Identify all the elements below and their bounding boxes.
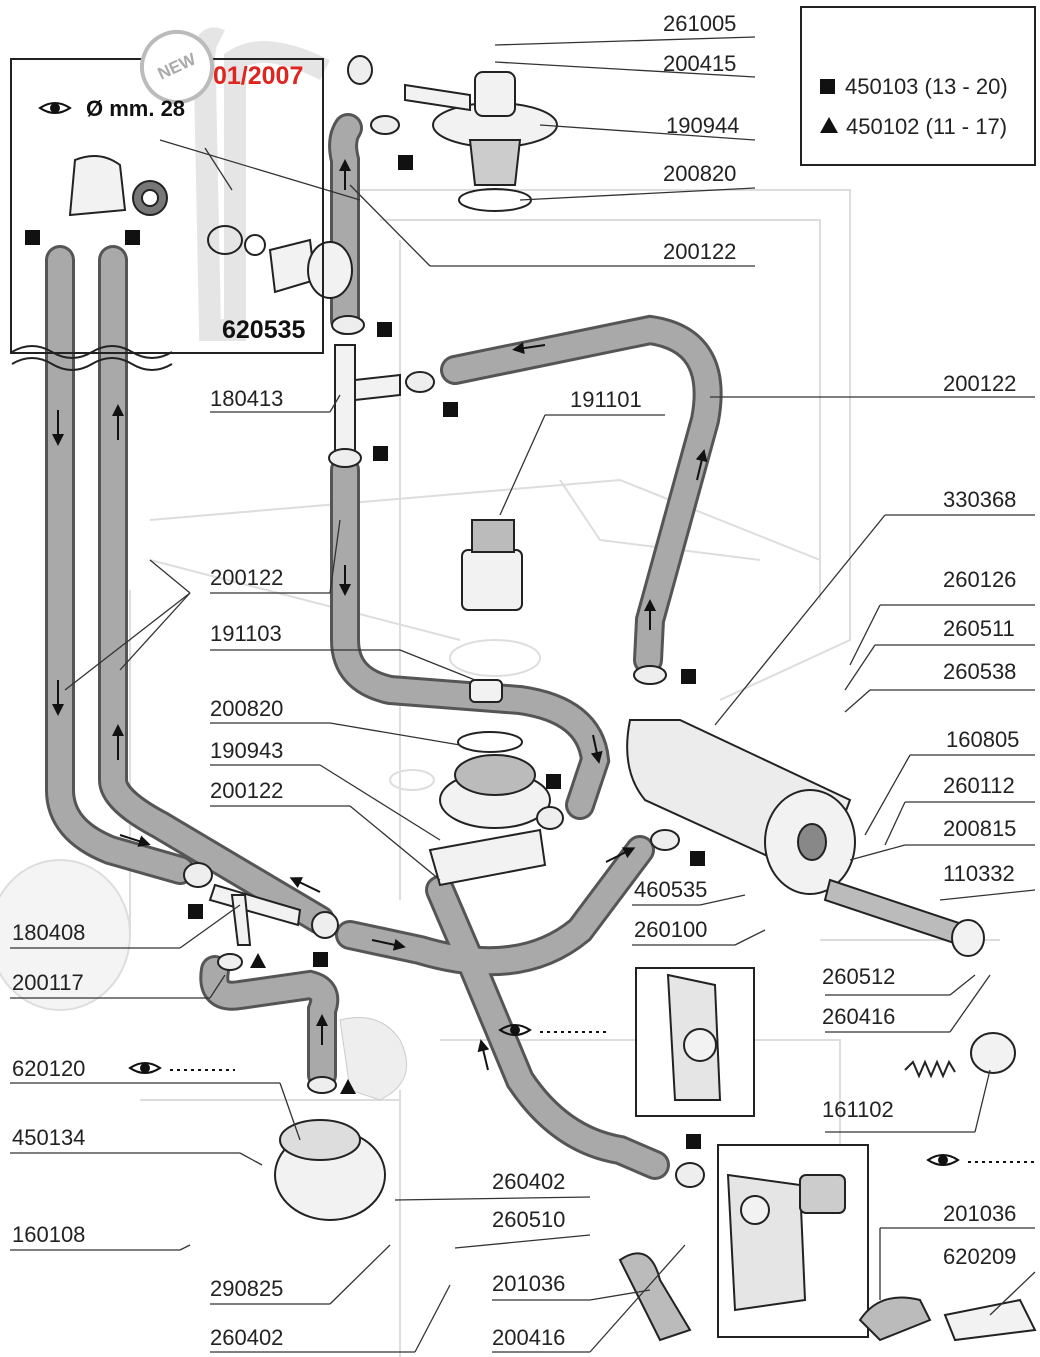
part-label: 200820 [210,696,284,721]
part-label: 200416 [492,1325,566,1350]
part-label: 260538 [943,659,1017,684]
part-label: 260416 [822,1004,896,1029]
part-label: 260126 [943,567,1017,592]
part-label: 450134 [12,1125,86,1150]
square-marker-icon [820,78,835,94]
part-label: 260402 [210,1325,284,1350]
part-label: 161102 [822,1097,894,1122]
part-label: 200122 [663,239,737,264]
part-label: 620120 [12,1056,86,1081]
part-label: 110332 [943,861,1015,886]
part-label: 200117 [12,970,84,995]
part-label: 261005 [663,11,737,36]
clamp-legend: 450103 (13 - 20) 450102 (11 - 17) [800,6,1036,166]
part-label: 201036 [492,1271,566,1296]
legend-square-label: 450103 (13 - 20) [845,74,1008,99]
part-label: 191103 [210,621,282,646]
faint-pump-shape [0,27,408,1101]
part-label: 201036 [943,1201,1017,1226]
hoses-fill [48,116,720,1177]
inset-diameter: Ø mm. 28 [86,96,186,121]
part-label: 200122 [210,565,284,590]
legend-triangle-label: 450102 (11 - 17) [846,114,1008,139]
part-label: 190943 [210,738,284,763]
eye-icons [38,102,1035,1166]
part-label: 200122 [943,371,1017,396]
part-label: 260510 [492,1207,566,1232]
part-label: 200820 [663,161,737,186]
part-label: 620209 [943,1244,1017,1269]
part-label: 260402 [492,1169,566,1194]
inset-part-number: 620535 [222,316,306,344]
part-label: 260511 [943,616,1015,641]
legend-triangle-row: 450102 (11 - 17) [820,114,1007,140]
part-label: 160108 [12,1222,86,1247]
part-label: 460535 [634,877,708,902]
inset-date: 01/2007 [213,62,304,90]
part-label: 190944 [666,113,740,138]
part-label: 180413 [210,386,284,411]
part-label: 200815 [943,816,1017,841]
part-label: 180408 [12,920,86,945]
legend-square-row: 450103 (13 - 20) [820,74,1008,100]
part-label: 200122 [210,778,284,803]
part-label: 260512 [822,964,896,989]
hose-clamps [183,22,883,1188]
flow-arrows [52,159,708,1071]
part-label: 191101 [570,387,642,412]
part-label: 330368 [943,487,1017,512]
components [68,71,1037,1342]
part-label: 160805 [946,727,1020,752]
part-label: 260100 [634,917,708,942]
part-label: 290825 [210,1276,284,1301]
part-label: 260112 [943,773,1015,798]
triangle-marker-icon [820,117,838,134]
leader-lines [10,36,1036,1353]
part-label: 200415 [663,51,737,76]
